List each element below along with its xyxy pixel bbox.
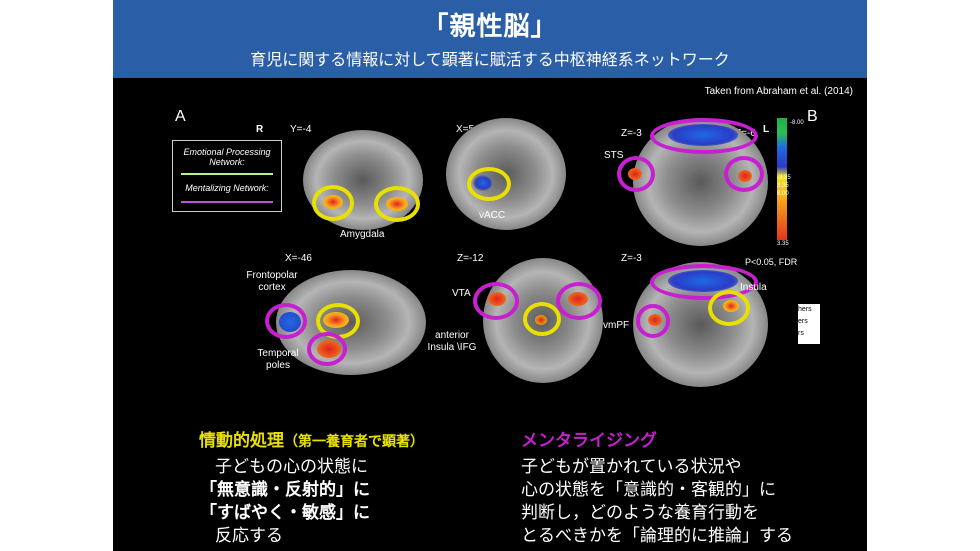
region-temporal-poles: Temporal poles [257, 348, 299, 371]
scale-tick: 3.35 [777, 183, 789, 189]
emotional-heading-main: 情動的処理 [199, 431, 284, 451]
legend-mentalizing: Mentalizing Network: [185, 183, 269, 193]
cropped-text: ers [798, 318, 808, 325]
coord-z3b: Z=-3 [621, 253, 642, 264]
region-frontopolar: Frontopolar cortex [246, 270, 298, 293]
panel-a-label: A [175, 108, 186, 125]
coord-y4: Y=-4 [290, 124, 312, 135]
scale-tick: -8.00 [790, 120, 804, 126]
mentalizing-line: とるべきかを「論理的に推論」する [521, 526, 793, 546]
mentalizing-ring [473, 282, 519, 320]
emotional-line: 子どもの心の状態に [215, 457, 368, 477]
cropped-legend: hers ers rs [798, 304, 820, 344]
emotional-ring [374, 186, 420, 222]
mentalizing-ring [617, 156, 655, 192]
region-vta: VTA [452, 288, 471, 299]
emotional-line: 反応する [215, 526, 283, 546]
legend-emotional: Emotional Processing Network: [183, 147, 271, 167]
mentalizing-ring [650, 264, 758, 300]
emotional-line: 「無意識・反射的」に [200, 480, 370, 500]
coord-x46: X=-46 [285, 253, 312, 264]
region-insula: Insula [740, 282, 767, 293]
emotional-line: 「すばやく・敏感」に [200, 503, 370, 523]
mentalizing-ring [307, 332, 347, 366]
scale-tick: 3.35 [777, 241, 789, 247]
mentalizing-line: 子どもが置かれている状況や [521, 457, 742, 477]
emotional-ring [523, 302, 561, 336]
scale-tick: 8.00 [777, 191, 789, 197]
mentalizing-ring [650, 118, 758, 154]
region-vacc: vACC [479, 210, 506, 221]
scale-tick: -3.35 [777, 175, 791, 181]
coord-x5: X=5 [456, 124, 475, 135]
legend-emotional-line [181, 173, 273, 175]
p-value: P<0.05, FDR [745, 257, 798, 267]
region-amygdala: Amygdala [340, 229, 385, 240]
mentalizing-ring [265, 303, 307, 339]
region-sts: STS [604, 150, 624, 161]
slide-title: 「親性脳」 [422, 12, 558, 42]
r-label: R [256, 124, 264, 135]
coord-z3a: Z=-3 [621, 128, 642, 139]
mentalizing-line: 判断し，どのような養育行動を [521, 503, 759, 523]
color-scale [777, 118, 787, 240]
cropped-text: hers [798, 306, 812, 313]
slide: 「親性脳」 育児に関する情報に対して顕著に賦活する中枢神経系ネットワーク Tak… [113, 0, 867, 551]
mentalizing-ring [724, 156, 764, 192]
mentalizing-line: 心の状態を「意識的・客観的」に [521, 480, 776, 500]
legend: Emotional Processing Network: Mentalizin… [172, 140, 282, 212]
figure-credit: Taken from Abraham et al. (2014) [704, 86, 853, 97]
mentalizing-ring [636, 304, 670, 338]
panel-b-label: B [807, 108, 818, 125]
legend-mentalizing-line [181, 201, 273, 203]
emotional-heading-note: （第一養育者で顕著） [284, 434, 424, 450]
mentalizing-heading: メンタライジング [521, 431, 657, 451]
region-anterior-insula: anterior Insula \IFG [427, 330, 477, 353]
emotional-ring [467, 167, 511, 201]
l-label: L [763, 124, 770, 135]
mentalizing-ring [556, 282, 602, 320]
cropped-text: rs [798, 330, 804, 337]
emotional-ring [312, 185, 354, 221]
emotional-ring [708, 290, 750, 326]
slide-subtitle: 育児に関する情報に対して顕著に賦活する中枢神経系ネットワーク [250, 50, 730, 69]
emotional-heading: 情動的処理（第一養育者で顕著） [199, 426, 424, 451]
header-bar: 「親性脳」 育児に関する情報に対して顕著に賦活する中枢神経系ネットワーク [113, 0, 867, 78]
region-vmpfc: vmPF [603, 320, 630, 331]
coord-z12: Z=-12 [457, 253, 484, 264]
